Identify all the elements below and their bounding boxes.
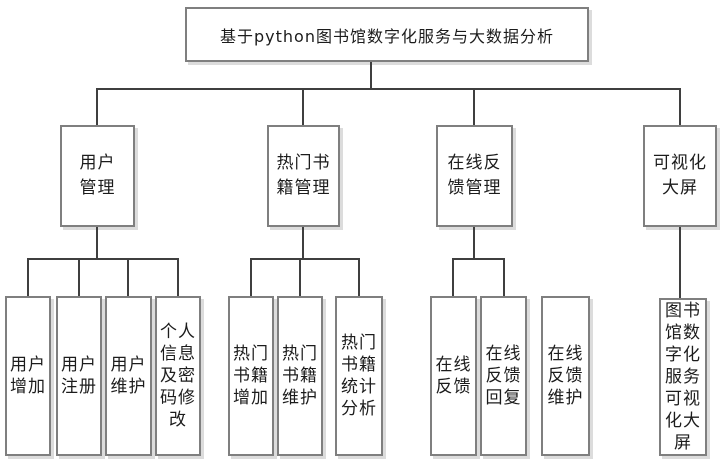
node-user-add: 用户增加 <box>5 296 51 456</box>
connector-branch3-drop2 <box>503 258 505 296</box>
connector-branch3-rail <box>452 258 505 260</box>
connector-branch2-rail <box>250 258 360 260</box>
node-root-title: 基于python图书馆数字化服务与大数据分析 <box>185 7 589 62</box>
node-popular-books-management: 热门书 籍管理 <box>267 125 340 227</box>
connector-root-stem <box>370 62 372 89</box>
connector-drop-branch2 <box>302 88 304 125</box>
connector-branch1-rail <box>27 258 179 260</box>
node-popular-book-add: 热门书籍增加 <box>228 296 274 456</box>
connector-branch4-stem <box>679 227 681 298</box>
node-user-register: 用户注册 <box>56 296 102 456</box>
node-personal-info-password-change: 个人信息及密码修改 <box>155 296 201 456</box>
connector-level2-rail <box>96 88 681 90</box>
connector-branch2-stem <box>302 227 304 259</box>
node-popular-book-maintain: 热门书籍维护 <box>277 296 323 456</box>
connector-branch1-drop4 <box>177 258 179 296</box>
connector-branch2-drop1 <box>250 258 252 296</box>
connector-branch2-drop2 <box>299 258 301 296</box>
node-user-management: 用户 管理 <box>60 125 135 227</box>
connector-branch1-drop1 <box>27 258 29 296</box>
connector-drop-branch4 <box>679 88 681 125</box>
node-visualization-screen: 可视化 大屏 <box>643 125 717 227</box>
node-library-digital-service-visualization: 图书馆数字化服务可视化大屏 <box>659 298 707 456</box>
connector-drop-branch1 <box>96 88 98 125</box>
node-online-feedback-maintain: 在线反馈维护 <box>541 296 590 456</box>
connector-branch1-stem <box>96 227 98 259</box>
connector-drop-branch3 <box>473 88 475 125</box>
connector-branch3-stem <box>473 227 475 259</box>
connector-branch2-drop3 <box>358 258 360 296</box>
node-online-feedback-management: 在线反 馈管理 <box>436 125 513 227</box>
node-user-maintain: 用户维护 <box>105 296 152 456</box>
node-online-feedback: 在线反馈 <box>430 296 477 456</box>
node-popular-book-statistics: 热门书籍统计分析 <box>335 296 383 456</box>
node-online-feedback-reply: 在线反馈回复 <box>480 296 527 456</box>
connector-branch1-drop2 <box>78 258 80 296</box>
connector-branch1-drop3 <box>127 258 129 296</box>
connector-branch3-drop1 <box>452 258 454 296</box>
